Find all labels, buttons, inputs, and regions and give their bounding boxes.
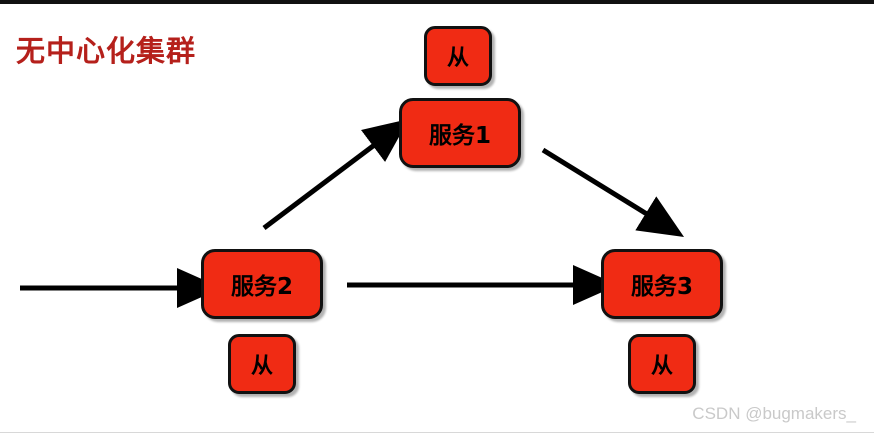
arrow-service1-to-service3 bbox=[541, 147, 685, 237]
node-service2-slave[interactable]: 从 bbox=[228, 334, 296, 394]
bottom-divider bbox=[0, 432, 874, 433]
node-service1-slave[interactable]: 从 bbox=[424, 26, 492, 86]
node-service3[interactable]: 服务3 bbox=[601, 249, 723, 319]
node-service2[interactable]: 服务2 bbox=[201, 249, 323, 319]
watermark: CSDN @bugmakers_ bbox=[692, 404, 856, 423]
top-border-bar bbox=[0, 0, 874, 4]
arrow-service2-to-service1 bbox=[262, 118, 409, 230]
page-title: 无中心化集群 bbox=[16, 34, 197, 68]
node-service1[interactable]: 服务1 bbox=[399, 98, 521, 168]
node-service3-slave[interactable]: 从 bbox=[628, 334, 696, 394]
